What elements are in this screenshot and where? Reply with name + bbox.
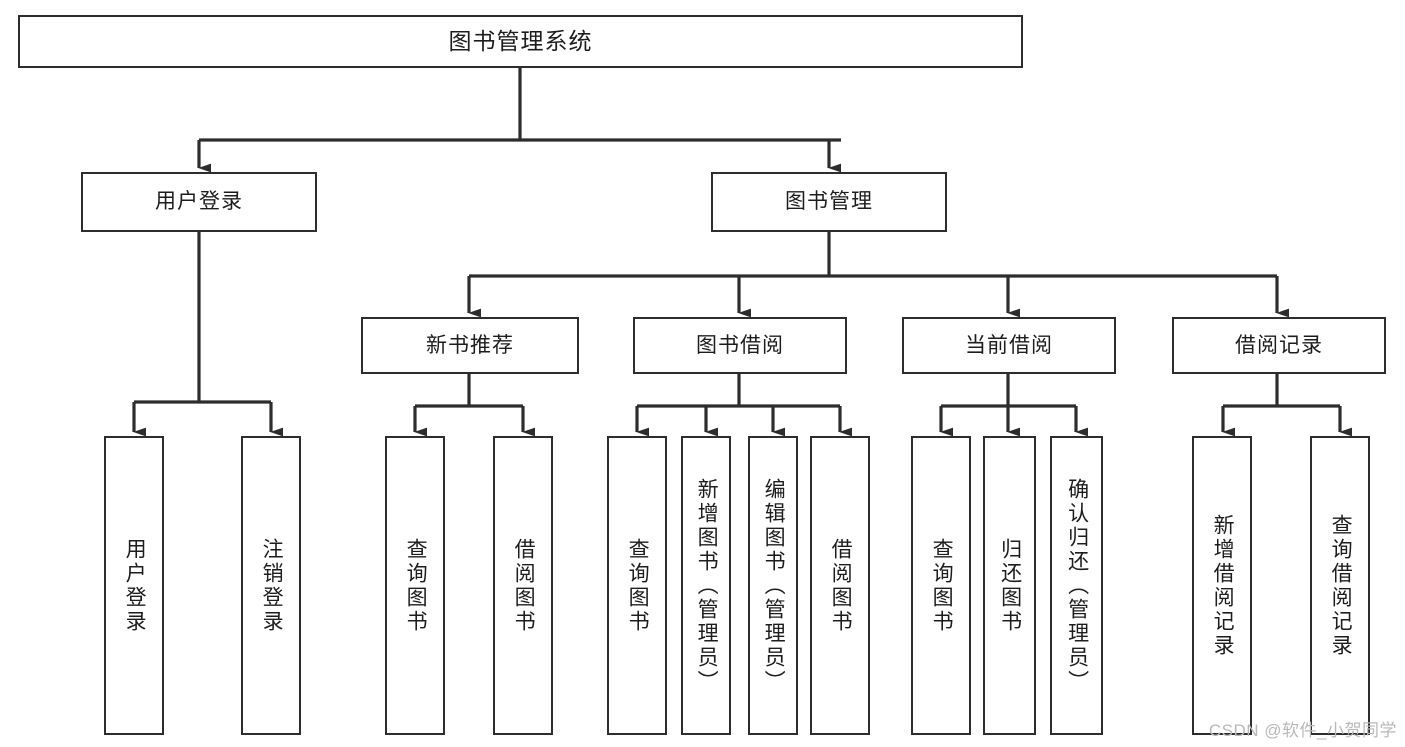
node-label: 新书推荐 xyxy=(426,333,514,357)
leaf-borrow-book-new-rec[interactable]: 借阅图书 xyxy=(493,436,553,735)
node-label: 当前借阅 xyxy=(965,333,1053,357)
node-label: 查询图书 xyxy=(404,537,428,634)
node-label: 查询图书 xyxy=(930,537,954,634)
node-borrowing-record[interactable]: 借阅记录 xyxy=(1172,317,1386,374)
node-user-login[interactable]: 用户登录 xyxy=(81,172,317,232)
node-book-management[interactable]: 图书管理 xyxy=(711,172,947,232)
node-label: 借阅记录 xyxy=(1235,333,1323,357)
leaf-add-book-admin[interactable]: 新增图书（管理员） xyxy=(681,436,731,735)
node-label: 借阅图书 xyxy=(829,537,853,634)
node-label: 用户登录 xyxy=(123,537,147,634)
node-label: 新增图书（管理员） xyxy=(695,477,719,694)
leaf-query-borrow-record[interactable]: 查询借阅记录 xyxy=(1310,436,1370,735)
node-label: 图书借阅 xyxy=(696,333,784,357)
csdn-watermark: CSDN @软件_小贺同学 xyxy=(1208,721,1397,740)
node-label: 归还图书 xyxy=(998,537,1022,634)
leaf-edit-book-admin[interactable]: 编辑图书（管理员） xyxy=(748,436,798,735)
node-root-book-management-system[interactable]: 图书管理系统 xyxy=(18,15,1023,68)
node-label: 查询图书 xyxy=(626,537,650,634)
node-label: 图书管理 xyxy=(785,190,873,214)
node-label: 用户登录 xyxy=(155,190,243,214)
node-current-borrowing[interactable]: 当前借阅 xyxy=(902,317,1116,374)
node-label: 确认归还（管理员） xyxy=(1065,477,1089,694)
node-label: 新增借阅记录 xyxy=(1211,513,1235,658)
node-label: 编辑图书（管理员） xyxy=(762,477,786,694)
leaf-query-book-current[interactable]: 查询图书 xyxy=(911,436,971,735)
leaf-return-book[interactable]: 归还图书 xyxy=(983,436,1036,735)
leaf-add-borrow-record[interactable]: 新增借阅记录 xyxy=(1192,436,1252,735)
leaf-query-book-borrow[interactable]: 查询图书 xyxy=(607,436,667,735)
leaf-user-login[interactable]: 用户登录 xyxy=(104,436,164,735)
leaf-confirm-return-admin[interactable]: 确认归还（管理员） xyxy=(1050,436,1103,735)
leaf-logout[interactable]: 注销登录 xyxy=(241,436,301,735)
node-label: 注销登录 xyxy=(260,537,284,634)
leaf-query-book-new-rec[interactable]: 查询图书 xyxy=(385,436,445,735)
leaf-borrow-book-borrow[interactable]: 借阅图书 xyxy=(810,436,870,735)
node-new-book-recommendation[interactable]: 新书推荐 xyxy=(361,317,579,374)
node-label: 借阅图书 xyxy=(512,537,536,634)
node-label: 查询借阅记录 xyxy=(1329,513,1353,658)
node-book-borrowing[interactable]: 图书借阅 xyxy=(633,317,847,374)
node-label: 图书管理系统 xyxy=(448,27,593,54)
